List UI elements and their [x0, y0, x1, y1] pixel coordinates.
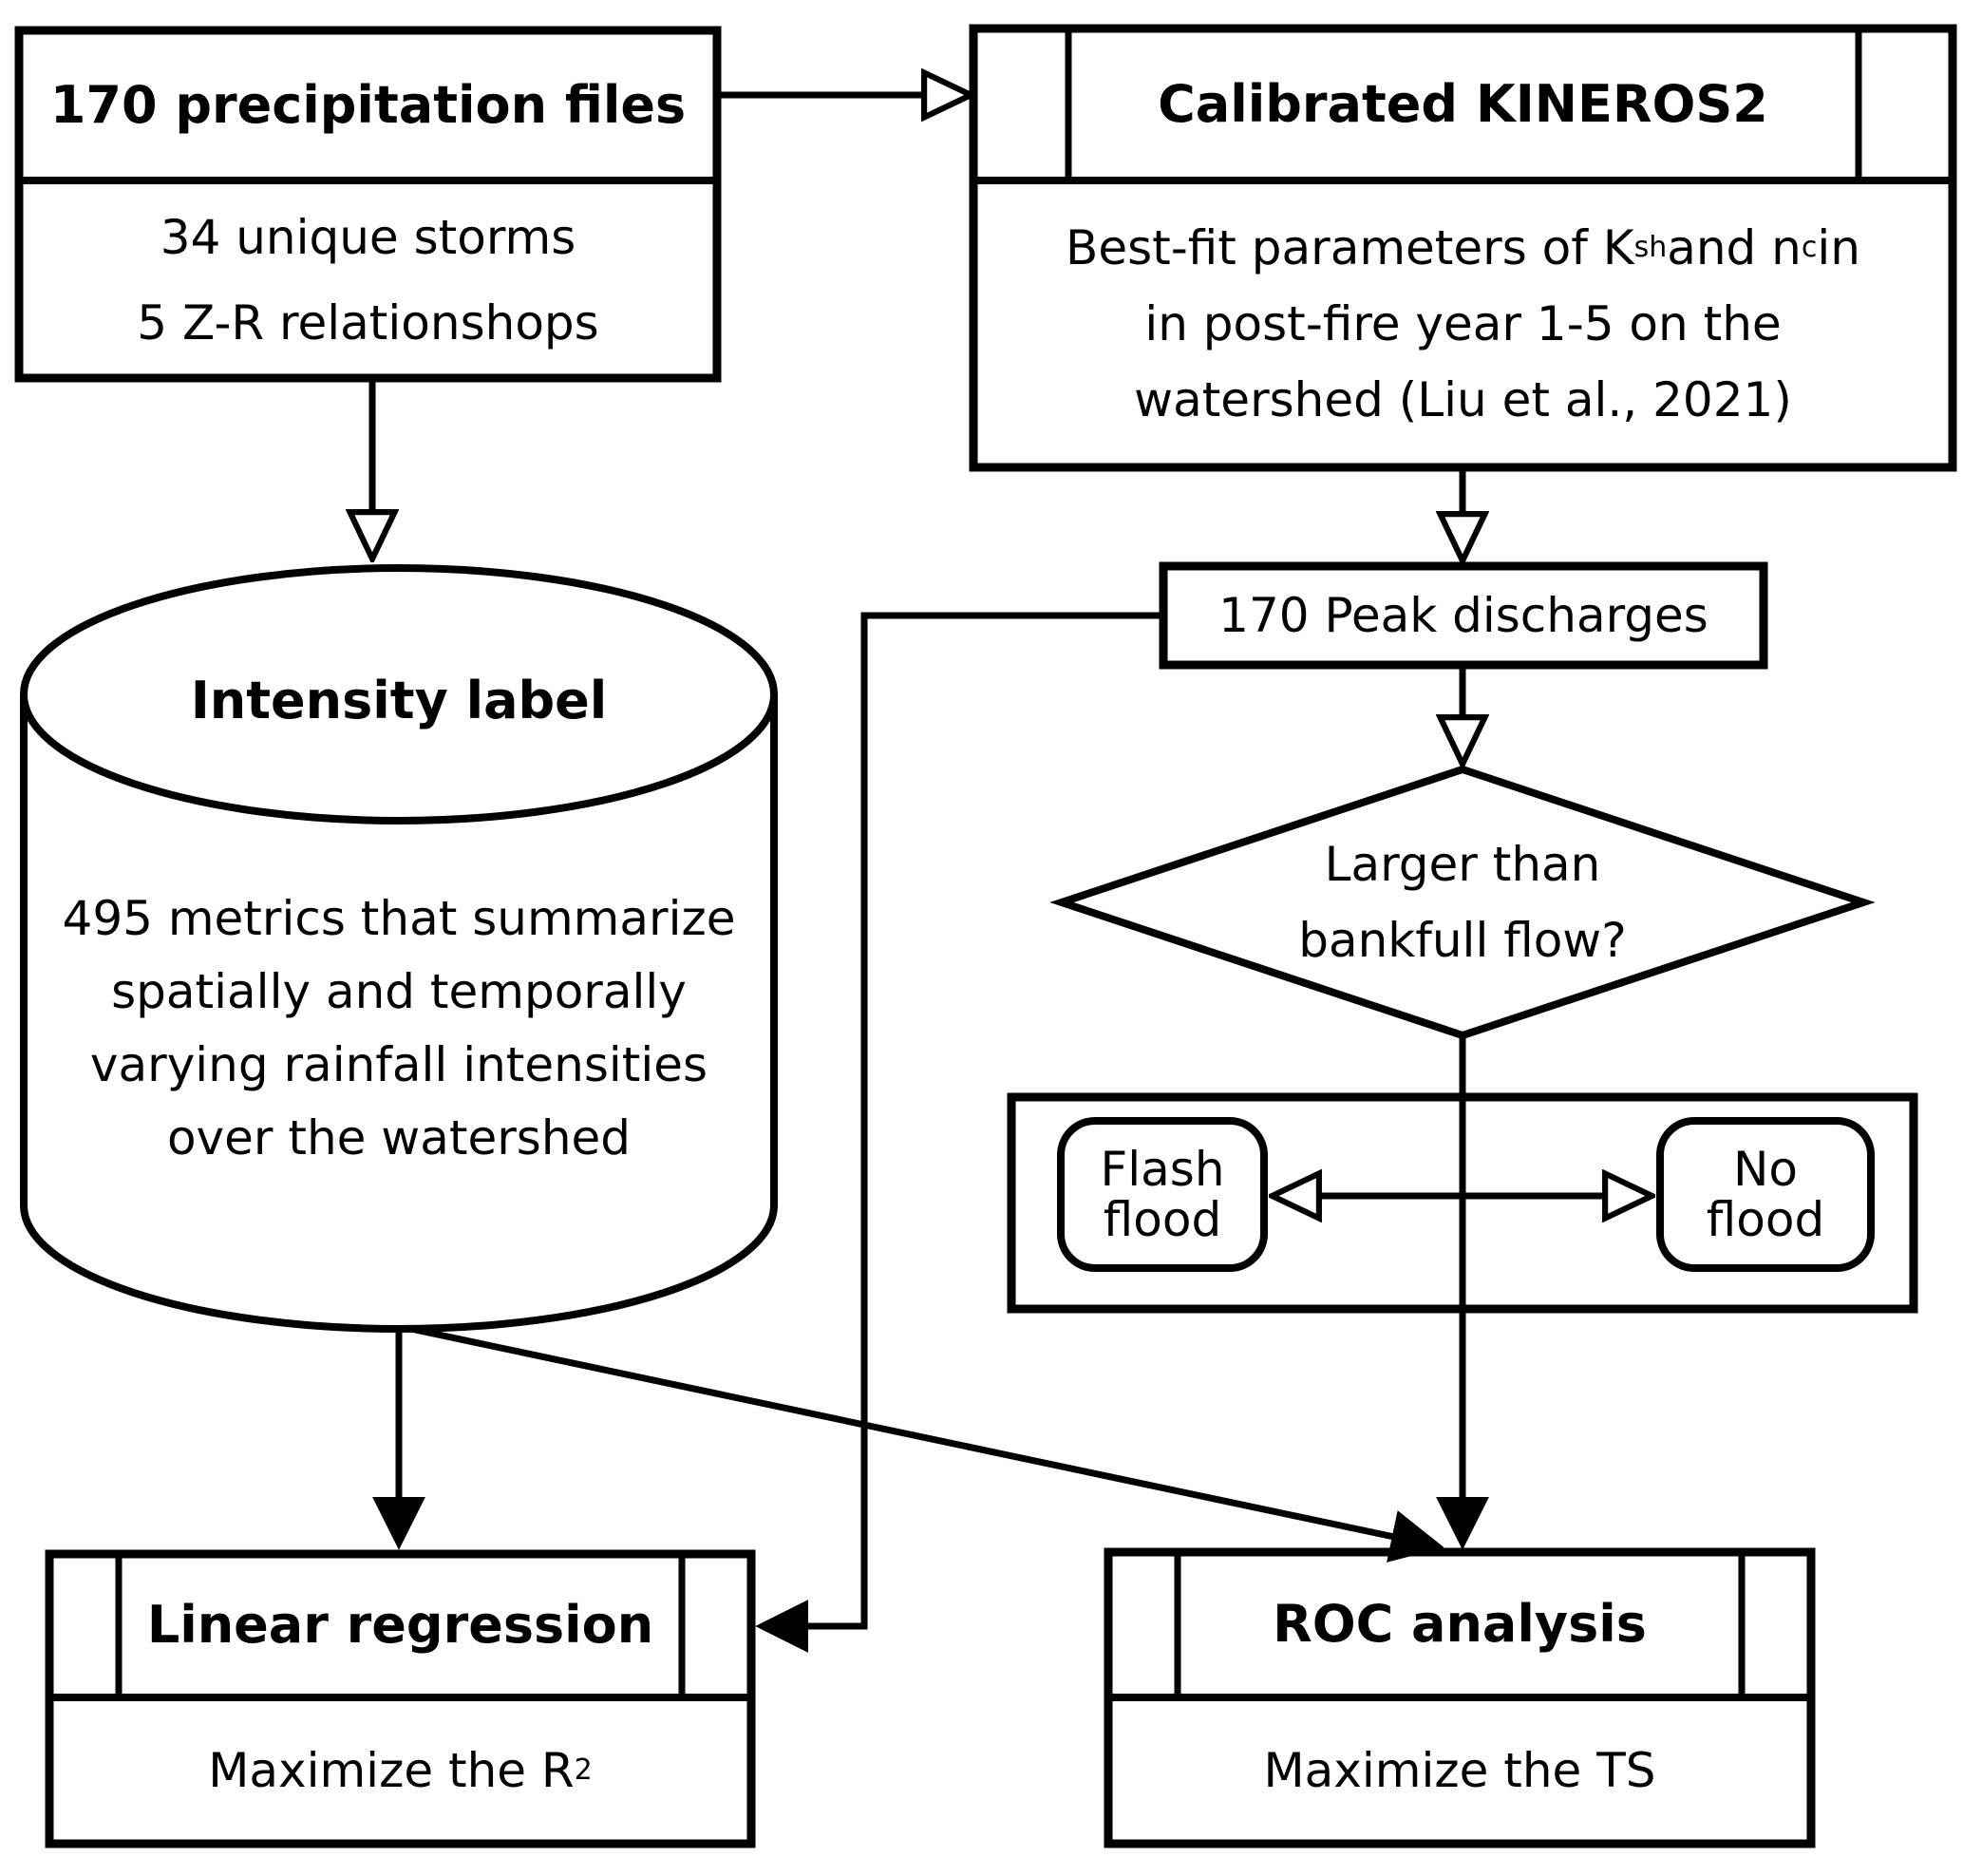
intensity-cylinder-line4: over the watershed [166, 1109, 632, 1165]
no-flood-label: No flood [1660, 1121, 1871, 1268]
peak-discharges-label: 170 Peak discharges [1218, 587, 1708, 643]
decision-diamond-shape [1049, 765, 1876, 1040]
no-flood-line1: No [1733, 1142, 1798, 1197]
flash-flood-label: Flash flood [1061, 1121, 1264, 1268]
kineros-body-line1-text3: in [1817, 219, 1860, 275]
kineros-box-outline [969, 24, 1957, 472]
roc-body: Maximize the TS [1263, 1742, 1656, 1798]
no-flood-node-outline [1656, 1117, 1875, 1272]
intensity-cylinder-line1: 495 metrics that summarize [62, 890, 736, 946]
arrow-peak-to-linreg [755, 612, 1163, 1653]
kineros-ksh-subscript: sh [1633, 231, 1668, 265]
precipitation-box-outline [14, 26, 722, 383]
kineros-box-title: Calibrated KINEROS2 [1158, 73, 1768, 134]
kineros-body-line2: in post-fire year 1-5 on the [1144, 295, 1782, 351]
kineros-body-line1-text1: Best-fit parameters of K [1066, 219, 1634, 275]
peak-discharges-box-outline [1159, 561, 1768, 670]
decision-diamond-line1: Larger than [1324, 836, 1601, 892]
precipitation-box-title: 170 precipitation files [49, 74, 687, 135]
decision-diamond-line2: bankfull flow? [1298, 912, 1627, 968]
intensity-cylinder-line3: varying rainfall intensities [89, 1036, 708, 1092]
precipitation-box-line1: 34 unique storms [160, 209, 576, 265]
linear-regression-body-text: Maximize the R [208, 1742, 575, 1798]
intensity-cylinder-title: Intensity label [190, 670, 608, 730]
precipitation-box-line2: 5 Z-R relationshops [137, 294, 599, 351]
roc-title: ROC analysis [1273, 1594, 1647, 1655]
r-squared-superscript: 2 [574, 1753, 593, 1788]
intensity-cylinder-line2: spatially and temporally [111, 963, 687, 1019]
flash-flood-node-outline [1057, 1117, 1268, 1272]
kineros-nc-subscript: c [1801, 231, 1818, 265]
intensity-cylinder-shape [19, 564, 778, 1333]
flash-flood-line2: flood [1103, 1191, 1222, 1247]
arrow-cylinder-to-roc [406, 1324, 1444, 1563]
linear-regression-title: Linear regression [146, 1595, 654, 1656]
kineros-body-line3: watershed (Liu et al., 2021) [1134, 371, 1792, 427]
no-flood-line2: flood [1706, 1191, 1825, 1247]
kineros-body-line1-text2: and n [1667, 219, 1802, 275]
flash-flood-line1: Flash [1100, 1142, 1225, 1197]
